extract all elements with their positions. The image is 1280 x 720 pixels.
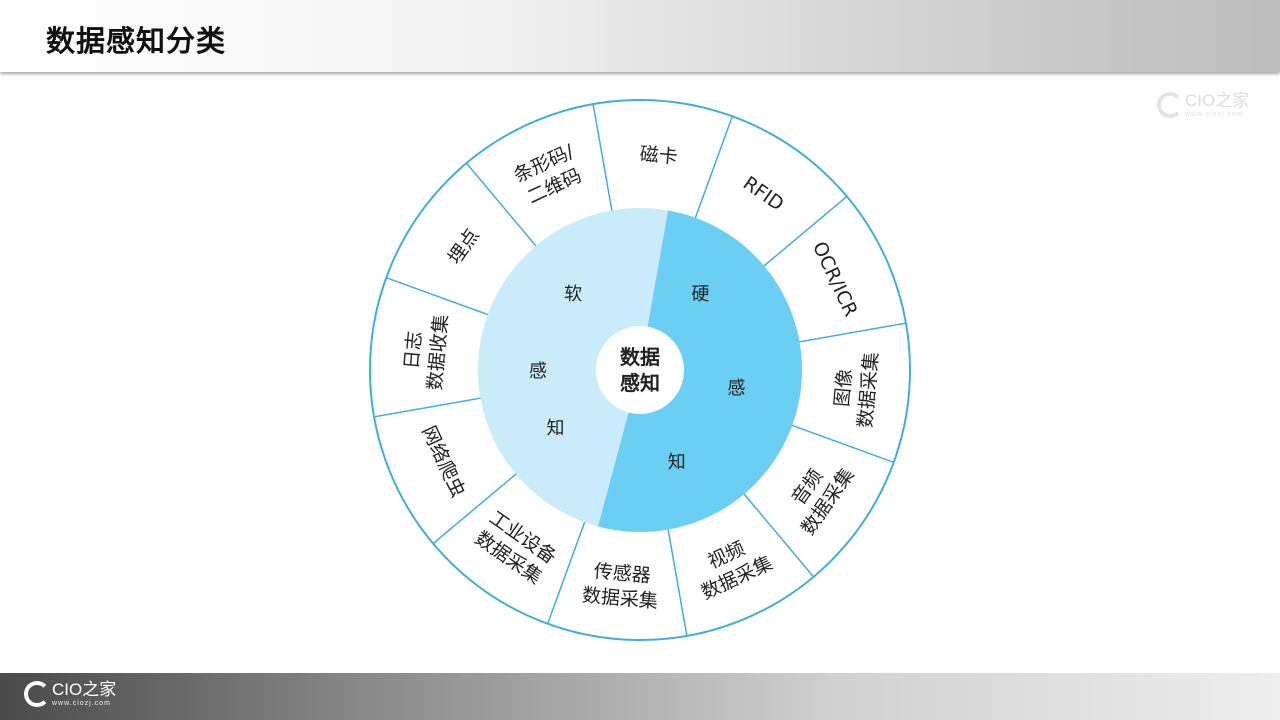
footer-site: www.ciozj.com <box>52 700 111 707</box>
center-label-line: 数据 <box>620 345 660 369</box>
hard-sensing-zone <box>598 210 803 532</box>
page-title: 数据感知分类 <box>46 24 227 58</box>
soft-sensing-char: 知 <box>546 418 564 439</box>
center-circle <box>596 326 684 414</box>
logo-ring-icon <box>24 681 50 707</box>
soft-sensing-char: 软 <box>564 284 582 305</box>
hard-sensing-char: 硬 <box>691 284 709 305</box>
watermark-site: www.ciozj.com <box>1185 111 1244 118</box>
footer-logo: CIO之家 www.ciozj.com <box>24 681 116 707</box>
hard-sensing-char: 知 <box>668 452 686 473</box>
center-label-line: 感知 <box>620 371 660 395</box>
segment-label-line: 磁卡 <box>639 143 679 168</box>
footer-bar: CIO之家 www.ciozj.com <box>0 673 1280 720</box>
segment-label: 传感器数据采集 <box>581 559 661 612</box>
watermark-logo: CIO之家 www.ciozj.com <box>1157 92 1249 118</box>
watermark-brand: CIO之家 <box>1185 91 1250 110</box>
segment-label: 磁卡 <box>639 143 679 168</box>
center-label: 数据感知 <box>620 345 660 395</box>
segment-label-line: 图像 <box>831 368 856 408</box>
segment-label-line: 传感器 <box>593 560 652 587</box>
logo-ring-icon <box>1157 92 1183 118</box>
segment-1: 磁卡 <box>639 143 679 168</box>
center-hub: 数据感知 <box>596 326 684 414</box>
soft-sensing-char: 感 <box>529 361 547 382</box>
footer-brand: CIO之家 <box>52 680 117 699</box>
segment-7: 传感器数据采集 <box>581 559 661 613</box>
segment-label-line: 日志 <box>401 330 426 370</box>
hard-sensing-char: 感 <box>728 378 746 399</box>
header-bar: 数据感知分类 <box>0 0 1280 72</box>
